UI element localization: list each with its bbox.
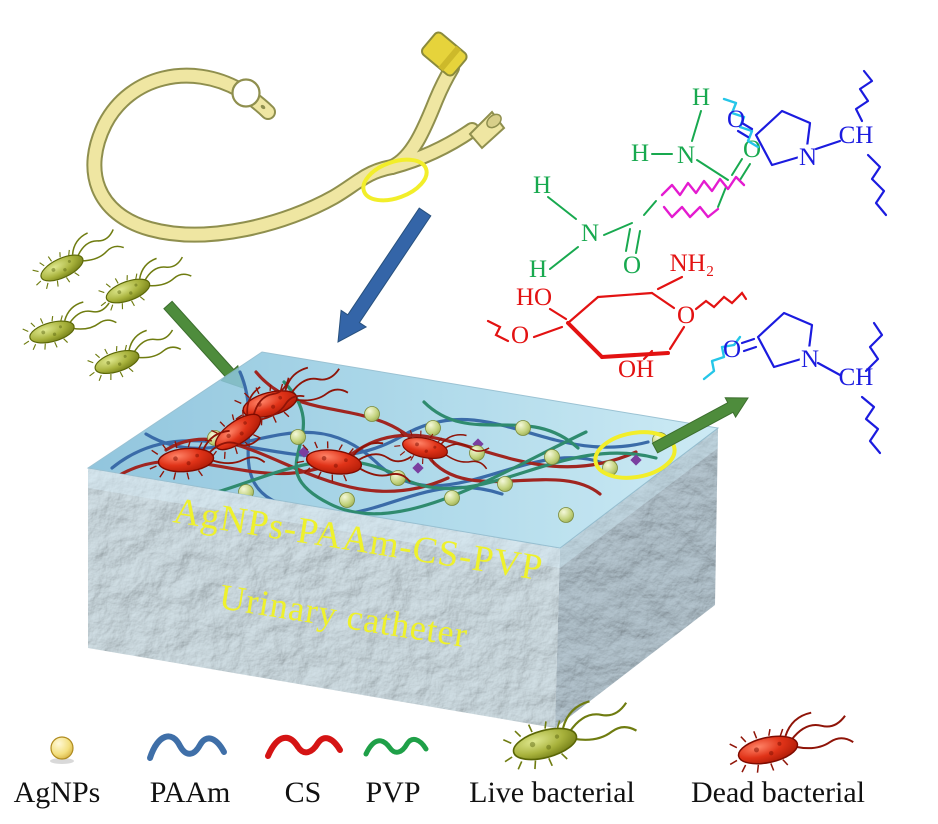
legend-item-pvp: PVP — [363, 736, 429, 809]
chitosan-ring-o-label: O — [677, 302, 695, 329]
paam-amide-top: H N H O — [631, 84, 761, 208]
network-highlight-circle — [593, 430, 677, 480]
amide-bottom-h-side-label: H — [529, 256, 547, 283]
waterline-front — [88, 468, 560, 568]
legend-label-live-bacterial: Live bacterial — [469, 776, 635, 809]
legend-label-dead-bacterial: Dead bacterial — [691, 776, 865, 809]
legend-label-pvp: PVP — [365, 776, 420, 809]
chitosan-nh2-label: NH₂ — [670, 250, 715, 277]
amide-top-h-side-label: H — [631, 140, 649, 167]
chitosan-ho-label: HO — [516, 284, 552, 311]
agnp-sphere — [425, 420, 441, 436]
legend-item-paam: PAAm — [147, 733, 231, 809]
pvp-bottom-n-label: N — [801, 346, 819, 373]
legend: AgNPs PAAm CS PVP Live bacterial Dead ba… — [14, 690, 865, 809]
paam-amide-bottom: H N H O — [529, 172, 657, 283]
amide-bottom-n-label: N — [581, 220, 599, 247]
legend-label-cs: CS — [285, 776, 322, 809]
pvp-ring-bottom: O N CH — [723, 311, 884, 455]
cs-legend-icon — [265, 735, 343, 759]
pvp-top-ch-label: CH — [839, 122, 874, 149]
chitosan-link-o-label: O — [511, 322, 529, 349]
catheter-tube — [86, 60, 480, 243]
zoom-arrow-blue — [337, 207, 432, 343]
agnp-sphere — [364, 406, 380, 422]
legend-label-paam: PAAm — [150, 776, 231, 809]
agnp-sphere — [497, 476, 513, 492]
catheter-valve — [420, 31, 468, 77]
legend-label-agnps: AgNPs — [14, 776, 101, 809]
pvp-legend-icon — [363, 736, 429, 757]
agnps-legend-shadow — [50, 758, 74, 764]
catheter-illustration — [86, 31, 506, 243]
chitosan-ring: NH₂ O HO OH O — [486, 250, 748, 383]
block-right-face — [555, 428, 718, 728]
chitosan-oh-label: OH — [618, 356, 654, 383]
legend-item-agnps: AgNPs — [14, 736, 101, 809]
pvp-ring-top: O N CH — [727, 69, 888, 217]
amide-bottom-h-top-label: H — [533, 172, 551, 199]
agnp-sphere — [290, 429, 306, 445]
agnp-sphere — [390, 470, 406, 486]
agnp-sphere — [558, 507, 574, 523]
amide-top-o-label: O — [743, 136, 761, 163]
legend-item-live-bacterial: Live bacterial — [469, 690, 641, 809]
live-bacterium — [91, 248, 195, 318]
live-bacteria-group — [16, 220, 195, 388]
agnp-sphere — [515, 420, 531, 436]
paam-backbone-zigzag — [660, 175, 746, 219]
amide-top-h-top-label: H — [692, 84, 710, 111]
agnp-sphere — [444, 490, 460, 506]
live-bacterium — [80, 321, 185, 388]
zoom-arrow-green — [651, 397, 749, 454]
chemical-structure: H N H O H N H O — [486, 69, 888, 455]
amide-bottom-o-label: O — [623, 252, 641, 279]
legend-item-dead-bacterial: Dead bacterial — [691, 704, 865, 809]
catheter-eye-hole — [260, 104, 266, 110]
paam-legend-icon — [147, 733, 227, 761]
waterline-right — [560, 428, 718, 568]
agnps-legend-icon — [50, 736, 74, 760]
agnp-sphere — [544, 449, 560, 465]
pvp-top-n-label: N — [799, 144, 817, 171]
catheter-highlight-circle — [361, 157, 429, 203]
hydrogel-surface — [86, 351, 720, 549]
agnp-sphere — [339, 492, 355, 508]
pvp-bottom-o-label: O — [723, 336, 741, 363]
live-bacterium — [24, 220, 129, 297]
pvp-top-o-label: O — [727, 106, 745, 133]
agnp-sphere — [469, 445, 485, 461]
legend-item-cs: CS — [265, 735, 343, 809]
catheter-balloon — [231, 78, 261, 108]
amide-top-n-label: N — [677, 142, 695, 169]
catheter-drainage-funnel — [468, 110, 506, 150]
coated-block: AgNPs-PAAm-CS-PVP Urinary catheter — [86, 351, 749, 728]
dead-bacterium-legend-icon — [722, 704, 857, 781]
